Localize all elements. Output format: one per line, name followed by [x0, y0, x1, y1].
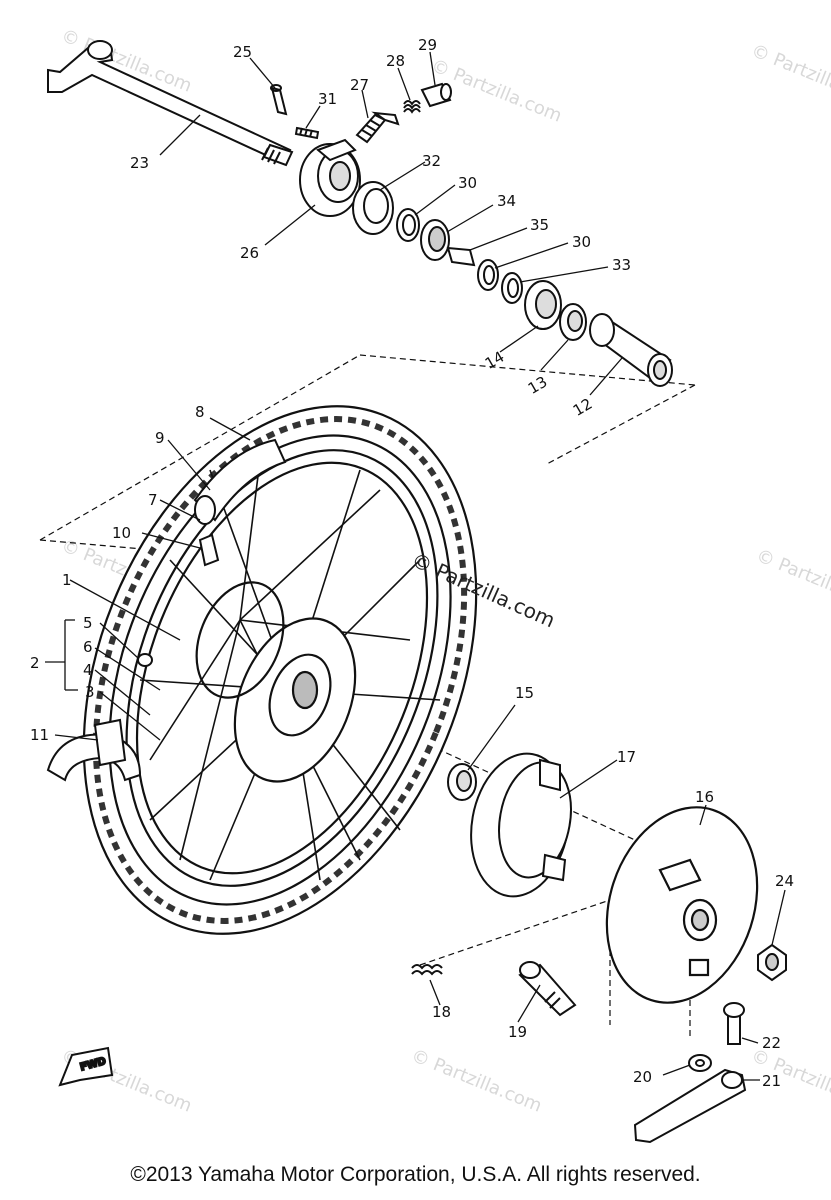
callout-20: 20 [633, 1068, 652, 1086]
callout-31: 31 [318, 90, 337, 108]
callout-18: 18 [432, 1003, 451, 1021]
callout-35: 35 [530, 216, 549, 234]
bushing-29 [420, 82, 452, 108]
callout-1: 1 [62, 571, 72, 589]
wheel-bearings [524, 280, 587, 341]
callout-2: 2 [30, 654, 40, 672]
callout-33: 33 [612, 256, 631, 274]
brake-shoes [470, 752, 572, 898]
callout-15: 15 [515, 684, 534, 702]
callout-29: 29 [418, 36, 437, 54]
watermark-text: © Partzilla.com [748, 1045, 831, 1117]
callout-7: 7 [148, 491, 158, 509]
callout-27: 27 [350, 76, 369, 94]
callout-4: 4 [83, 661, 93, 679]
callout-30: 30 [458, 174, 477, 192]
callout-22: 22 [762, 1034, 781, 1052]
callout-21: 21 [762, 1072, 781, 1090]
spring-28 [403, 100, 421, 114]
forward-direction-marker: FWD [58, 1046, 114, 1087]
callout-28: 28 [386, 52, 405, 70]
callout-11: 11 [30, 726, 49, 744]
callout-25: 25 [233, 43, 252, 61]
meter-gear-unit [299, 138, 361, 217]
callout-10: 10 [112, 524, 131, 542]
callout-12: 12 [570, 395, 596, 420]
callout-9: 9 [155, 429, 165, 447]
callout-17: 17 [617, 748, 636, 766]
watermark-text: © Partzilla.com [753, 545, 831, 617]
cam-lever-bolt [723, 1002, 745, 1045]
callout-5: 5 [83, 614, 93, 632]
axle-nut [757, 943, 787, 982]
callout-30: 30 [572, 233, 591, 251]
wheel-assembly [82, 405, 478, 935]
callout-8: 8 [195, 403, 205, 421]
callout-32: 32 [422, 152, 441, 170]
callout-23: 23 [130, 154, 149, 172]
callout-13: 13 [525, 373, 551, 398]
brake-shoe-plate [605, 806, 759, 1004]
callout-6: 6 [83, 638, 93, 656]
meter-drive-gear [355, 111, 400, 144]
callout-14: 14 [482, 348, 508, 373]
oil-seal-32 [352, 181, 394, 235]
spoke-nipple [137, 653, 153, 667]
spring-18 [411, 964, 443, 976]
callout-26: 26 [240, 244, 259, 262]
callout-19: 19 [508, 1023, 527, 1041]
watermark-text: © Partzilla.com [748, 40, 831, 112]
callout-16: 16 [695, 788, 714, 806]
callout-3: 3 [85, 683, 95, 701]
callout-34: 34 [497, 192, 516, 210]
watermark-text: © Partzilla.com [408, 1045, 545, 1117]
bearing-stack [396, 208, 523, 304]
exploded-wheel-diagram: © Partzilla.com © Partzilla.com © Partzi… [30, 25, 831, 1144]
tube-and-rim-band [193, 438, 287, 567]
oil-seal-15 [447, 763, 477, 801]
callout-24: 24 [775, 872, 794, 890]
cotter-pin [270, 84, 288, 116]
copyright-notice: ©2013 Yamaha Motor Corporation, U.S.A. A… [130, 1163, 701, 1186]
brake-cam-lever [633, 1068, 747, 1144]
front-axle [47, 40, 294, 167]
screw-31 [294, 126, 320, 140]
brake-camshaft [518, 961, 577, 1017]
spacer-12 [589, 313, 673, 387]
leader-lines [45, 51, 786, 1081]
washer-20 [688, 1054, 712, 1072]
